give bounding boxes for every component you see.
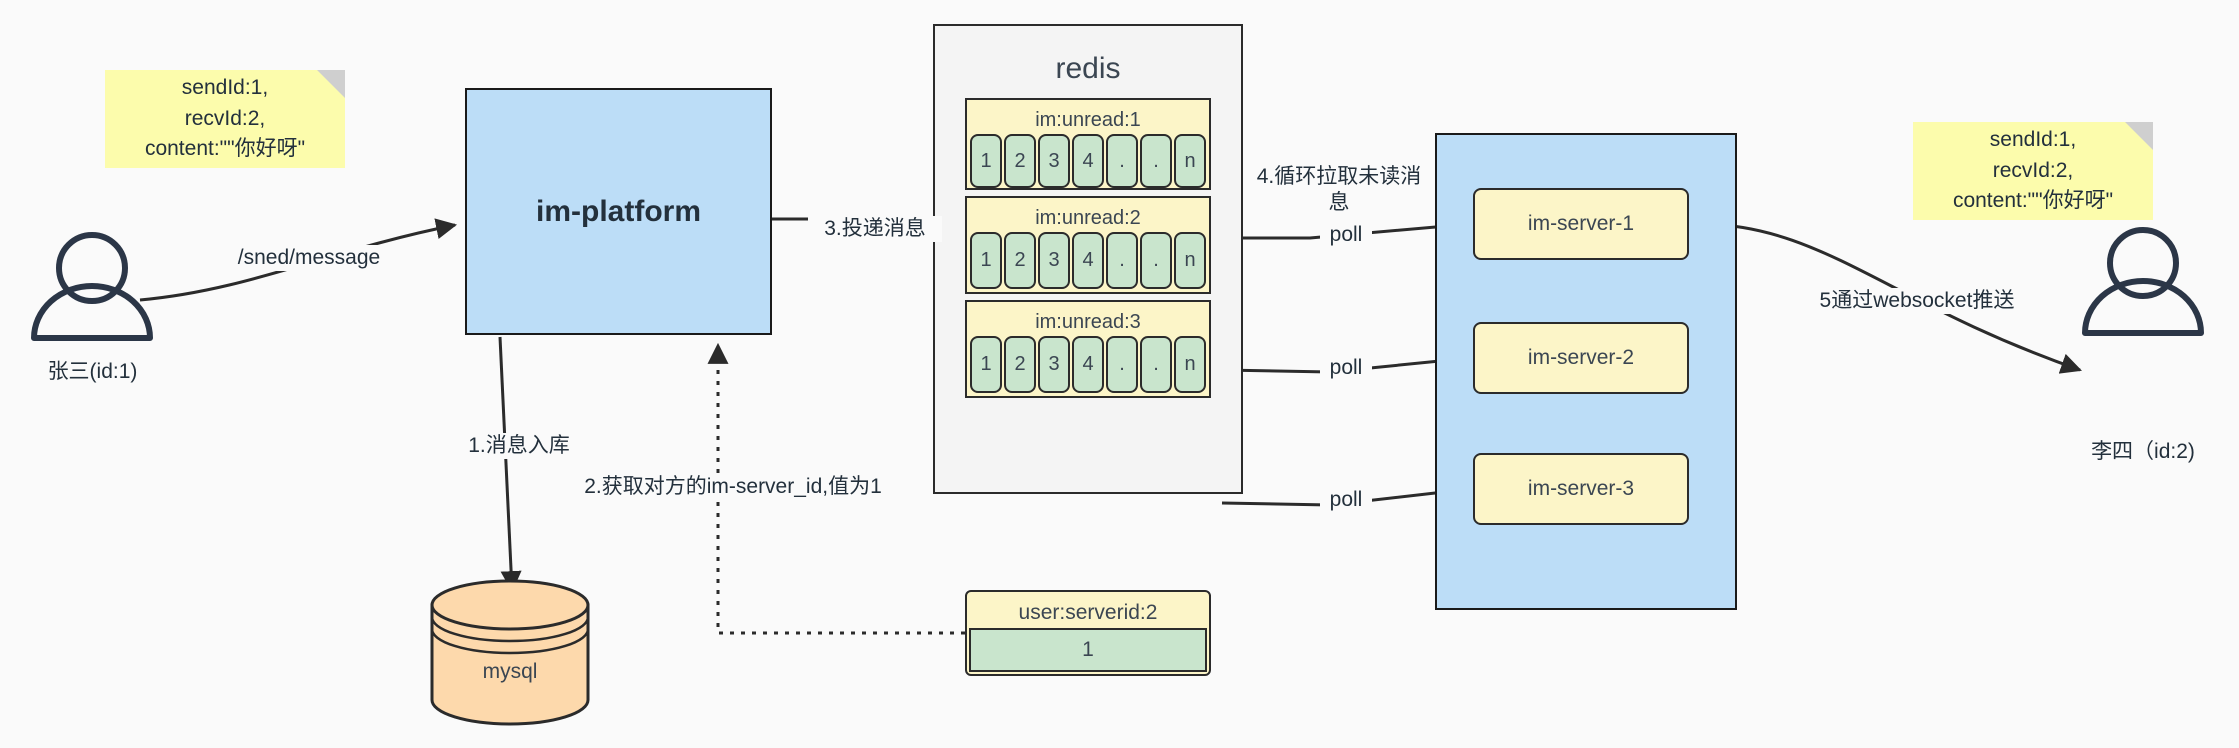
list-cell[interactable]: 3 bbox=[1038, 232, 1070, 289]
im-server-3-box[interactable]: im-server-3 bbox=[1473, 453, 1689, 525]
list-cell[interactable]: n bbox=[1174, 232, 1206, 289]
list-cell[interactable]: 2 bbox=[1004, 336, 1036, 393]
edge-label-poll-1: poll bbox=[1320, 222, 1372, 249]
edge-label-poll-3: poll bbox=[1320, 487, 1372, 514]
list-cell[interactable]: 2 bbox=[1004, 134, 1036, 188]
redis-kv-value: 1 bbox=[969, 628, 1207, 672]
edge-step1 bbox=[498, 336, 522, 593]
list-cell[interactable]: 4 bbox=[1072, 336, 1104, 393]
redis-list-3-key: im:unread:3 bbox=[1035, 311, 1141, 333]
redis-list-im-unread-1[interactable]: im:unread:1 1 2 3 4 . . n bbox=[965, 98, 1211, 190]
note-fold-icon bbox=[2125, 122, 2153, 150]
list-cell[interactable]: 3 bbox=[1038, 336, 1070, 393]
list-cell[interactable]: 1 bbox=[970, 336, 1002, 393]
note-right: sendId:1, recvId:2, content:""你好呀" bbox=[1913, 122, 2153, 220]
list-cell[interactable]: n bbox=[1174, 134, 1206, 188]
list-cell[interactable]: . bbox=[1106, 336, 1138, 393]
sender-person-icon bbox=[31, 232, 153, 341]
edge-label-step5: 5通过websocket推送 bbox=[1790, 288, 2044, 315]
list-cell[interactable]: 1 bbox=[970, 134, 1002, 188]
im-server-2-label: im-server-2 bbox=[1527, 346, 1635, 369]
im-server-2-box[interactable]: im-server-2 bbox=[1473, 322, 1689, 394]
edge-label-step2: 2.获取对方的im-server_id,值为1 bbox=[581, 474, 885, 501]
redis-title: redis bbox=[1055, 52, 1121, 85]
mysql-label: mysql bbox=[482, 660, 538, 683]
list-cell[interactable]: . bbox=[1106, 134, 1138, 188]
receiver-label: 李四（id:2) bbox=[2091, 440, 2195, 463]
mysql-cylinder-icon bbox=[430, 579, 590, 726]
list-cell[interactable]: n bbox=[1174, 336, 1206, 393]
edge-label-step3: 3.投递消息 bbox=[808, 216, 942, 243]
note-left-text: sendId:1, recvId:2, content:""你好呀" bbox=[144, 76, 306, 161]
note-left: sendId:1, recvId:2, content:""你好呀" bbox=[105, 70, 345, 168]
list-cell[interactable]: . bbox=[1140, 134, 1172, 188]
sender-label: 张三(id:1) bbox=[47, 360, 138, 383]
im-platform-box[interactable]: im-platform bbox=[465, 88, 772, 335]
list-cell[interactable]: . bbox=[1140, 232, 1172, 289]
receiver-person-icon bbox=[2082, 227, 2204, 336]
edge-label-step4: 4.循环拉取未读消 息 bbox=[1253, 164, 1425, 217]
list-cell[interactable]: 1 bbox=[970, 232, 1002, 289]
redis-list-im-unread-2[interactable]: im:unread:2 1 2 3 4 . . n bbox=[965, 196, 1211, 294]
list-cell[interactable]: 4 bbox=[1072, 232, 1104, 289]
edge-label-poll-2: poll bbox=[1320, 355, 1372, 382]
im-server-1-box[interactable]: im-server-1 bbox=[1473, 188, 1689, 260]
redis-kv-user-serverid[interactable]: user:serverid:2 1 bbox=[965, 590, 1211, 676]
im-server-3-label: im-server-3 bbox=[1527, 477, 1635, 500]
list-cell[interactable]: 4 bbox=[1072, 134, 1104, 188]
redis-list-2-key: im:unread:2 bbox=[1035, 207, 1141, 229]
im-platform-title: im-platform bbox=[536, 194, 701, 228]
im-server-1-label: im-server-1 bbox=[1527, 212, 1635, 235]
list-cell[interactable]: 3 bbox=[1038, 134, 1070, 188]
edge-label-step1: 1.消息入库 bbox=[452, 433, 586, 460]
redis-list-1-key: im:unread:1 bbox=[1035, 109, 1141, 131]
redis-list-im-unread-3[interactable]: im:unread:3 1 2 3 4 . . n bbox=[965, 300, 1211, 398]
redis-kv-key: user:serverid:2 bbox=[1018, 601, 1158, 624]
list-cell[interactable]: . bbox=[1140, 336, 1172, 393]
list-cell[interactable]: 2 bbox=[1004, 232, 1036, 289]
note-right-text: sendId:1, recvId:2, content:""你好呀" bbox=[1952, 128, 2114, 213]
note-fold-icon bbox=[317, 70, 345, 98]
list-cell[interactable]: . bbox=[1106, 232, 1138, 289]
edge-label-send-message: /sned/message bbox=[227, 245, 391, 272]
